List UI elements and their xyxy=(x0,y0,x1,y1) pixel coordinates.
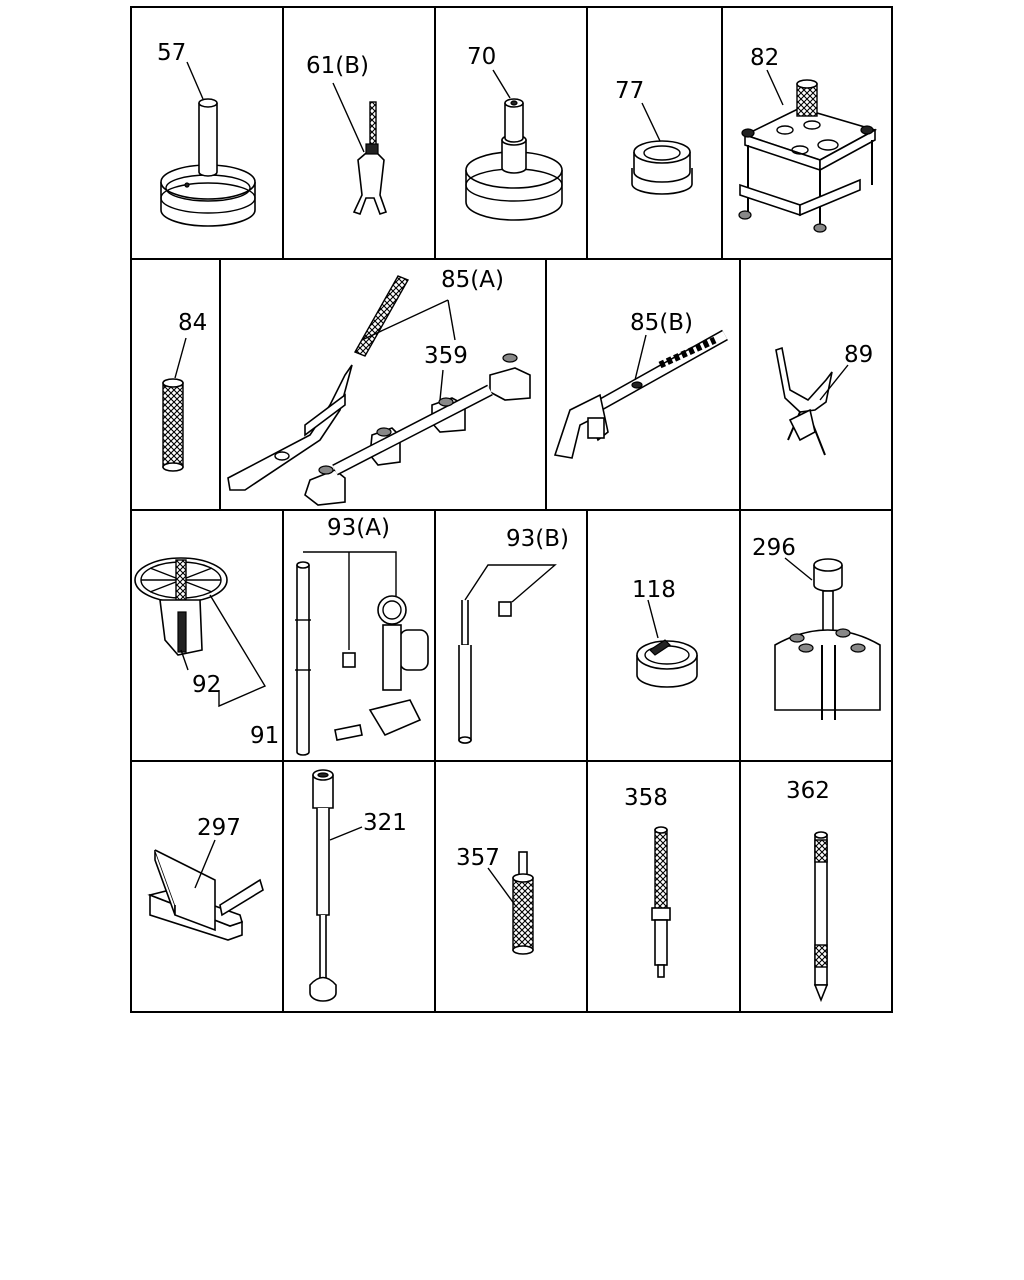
part-label-85b: 85(B) xyxy=(630,310,693,336)
tool-61b-drawing xyxy=(332,82,388,216)
part-label-118: 118 xyxy=(632,577,676,603)
part-label-93b: 93(B) xyxy=(506,526,569,552)
tool-85b-drawing xyxy=(553,329,728,459)
tool-82-drawing xyxy=(738,69,878,233)
tool-118-drawing xyxy=(636,599,698,688)
part-label-57: 57 xyxy=(157,40,186,66)
tool-57-drawing xyxy=(160,61,256,227)
tool-357-drawing xyxy=(487,851,534,955)
part-label-297: 297 xyxy=(197,815,241,841)
part-label-61b: 61(B) xyxy=(306,53,369,79)
tool-321-drawing xyxy=(309,769,363,1002)
part-label-358: 358 xyxy=(624,785,668,811)
part-label-82: 82 xyxy=(750,45,779,71)
part-label-89: 89 xyxy=(844,342,873,368)
part-label-362: 362 xyxy=(786,778,830,804)
part-label-77: 77 xyxy=(615,78,644,104)
part-label-70: 70 xyxy=(467,44,496,70)
part-label-91: 91 xyxy=(250,723,279,749)
tool-297-drawing xyxy=(147,839,264,941)
tool-358-drawing xyxy=(651,826,671,978)
part-label-92: 92 xyxy=(192,672,221,698)
part-label-321: 321 xyxy=(363,810,407,836)
tool-84-drawing xyxy=(162,337,187,472)
parts-grid xyxy=(130,6,893,1013)
tool-296-drawing xyxy=(774,557,881,720)
part-label-357: 357 xyxy=(456,845,500,871)
tool-70-drawing xyxy=(465,69,563,221)
part-label-84: 84 xyxy=(178,310,207,336)
tool-77-drawing xyxy=(631,102,693,195)
tool-91-92-drawing xyxy=(134,557,267,708)
part-label-93a: 93(A) xyxy=(327,515,390,541)
tool-93a-drawing xyxy=(295,551,429,756)
tool-93b-drawing xyxy=(458,564,557,744)
tool-89-drawing xyxy=(775,346,849,456)
part-label-296: 296 xyxy=(752,535,796,561)
tool-85a-drawing xyxy=(227,275,531,506)
part-label-359: 359 xyxy=(424,343,468,369)
tool-362-drawing xyxy=(813,831,829,1003)
part-label-85a: 85(A) xyxy=(441,267,504,293)
